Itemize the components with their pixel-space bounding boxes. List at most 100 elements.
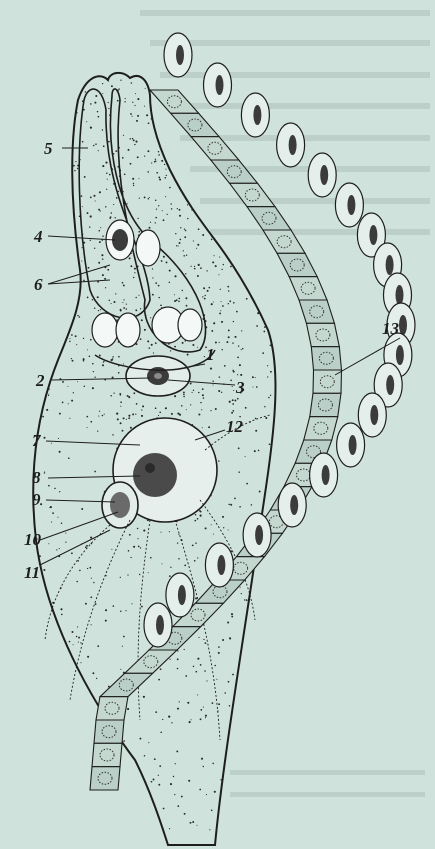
stipple-dot [144,106,145,107]
stipple-dot [222,516,224,518]
stipple-dot [137,98,139,100]
stipple-dot [268,397,270,399]
stipple-dot [203,766,204,767]
stipple-dot [212,261,214,263]
integument-cell [90,767,120,790]
stipple-dot [204,356,205,357]
stipple-dot [124,101,125,102]
stipple-dot [200,515,202,517]
stipple-dot [80,662,81,663]
stipple-dot [155,711,157,713]
label-11: 11 [24,563,40,582]
stipple-dot [51,443,52,444]
stipple-dot [222,639,224,641]
stipple-dot [128,417,130,419]
stipple-dot [229,705,231,707]
stipple-dot [98,116,100,118]
stipple-dot [162,719,163,720]
stipple-dot [185,675,187,677]
stipple-dot [218,390,220,392]
stipple-dot [87,212,89,214]
stipple-dot [211,524,212,525]
stipple-dot [150,222,151,223]
stipple-dot [100,210,101,211]
stipple-dot [208,287,210,289]
epidermis-nucleus [369,225,377,245]
stipple-dot [144,196,146,198]
stipple-dot [220,310,221,311]
stipple-dot [170,783,172,785]
stipple-dot [228,329,230,331]
stipple-dot [241,593,242,594]
stipple-dot [87,297,89,299]
stipple-dot [54,488,56,490]
stipple-dot [219,376,221,378]
stipple-dot [115,150,117,152]
stipple-dot [92,299,93,300]
stipple-dot [204,670,206,672]
stipple-dot [189,721,191,723]
stipple-dot [98,209,100,211]
stipple-dot [187,204,188,205]
stipple-dot [221,301,222,302]
stipple-dot [93,145,95,147]
stipple-dot [218,703,220,705]
stipple-dot [194,520,196,522]
stipple-dot [237,398,239,400]
stipple-dot [102,258,104,260]
stipple-dot [110,216,112,218]
stipple-dot [134,105,135,106]
stipple-dot [220,289,221,290]
stipple-dot [120,394,121,395]
stipple-dot [202,234,204,236]
epidermis-nucleus [370,405,378,425]
stipple-dot [82,141,84,143]
stipple-dot [176,750,178,752]
stipple-dot [89,356,91,358]
stipple-dot [174,794,175,795]
stipple-dot [221,392,222,393]
stipple-dot [105,162,107,164]
stipple-dot [140,308,141,309]
epidermis-nucleus [396,345,404,365]
stipple-dot [100,227,101,228]
stipple-dot [239,506,241,508]
stipple-dot [155,159,156,160]
epidermis-nucleus [320,165,328,185]
stipple-dot [102,415,104,417]
stipple-dot [187,702,189,704]
stipple-dot [170,567,171,568]
stipple-dot [83,358,85,360]
stipple-dot [80,642,81,643]
stipple-dot [128,149,130,151]
stipple-dot [52,512,54,514]
stipple-dot [186,255,187,256]
integument-cell [125,650,177,673]
stipple-dot [89,567,91,569]
stipple-dot [256,325,258,327]
stipple-dot [111,212,113,214]
stipple-dot [155,217,157,219]
stipple-dot [227,286,229,288]
stipple-dot [139,574,140,575]
stipple-dot [123,417,125,419]
stipple-dot [83,338,84,339]
stipple-dot [169,828,170,829]
stipple-dot [232,399,234,401]
stipple-dot [113,301,115,303]
stipple-dot [158,205,159,206]
stipple-dot [134,272,135,273]
epidermis-nucleus [399,315,407,335]
stipple-dot [123,135,124,136]
stipple-dot [86,121,87,122]
stipple-dot [265,417,267,419]
stipple-dot [158,775,159,776]
integument-cell [92,743,122,766]
stipple-dot [149,227,151,229]
label-3: 3 [235,378,245,397]
stipple-dot [137,218,138,219]
stipple-dot [127,395,129,397]
stipple-dot [183,396,184,397]
stipple-dot [126,419,127,420]
stipple-dot [77,315,78,316]
